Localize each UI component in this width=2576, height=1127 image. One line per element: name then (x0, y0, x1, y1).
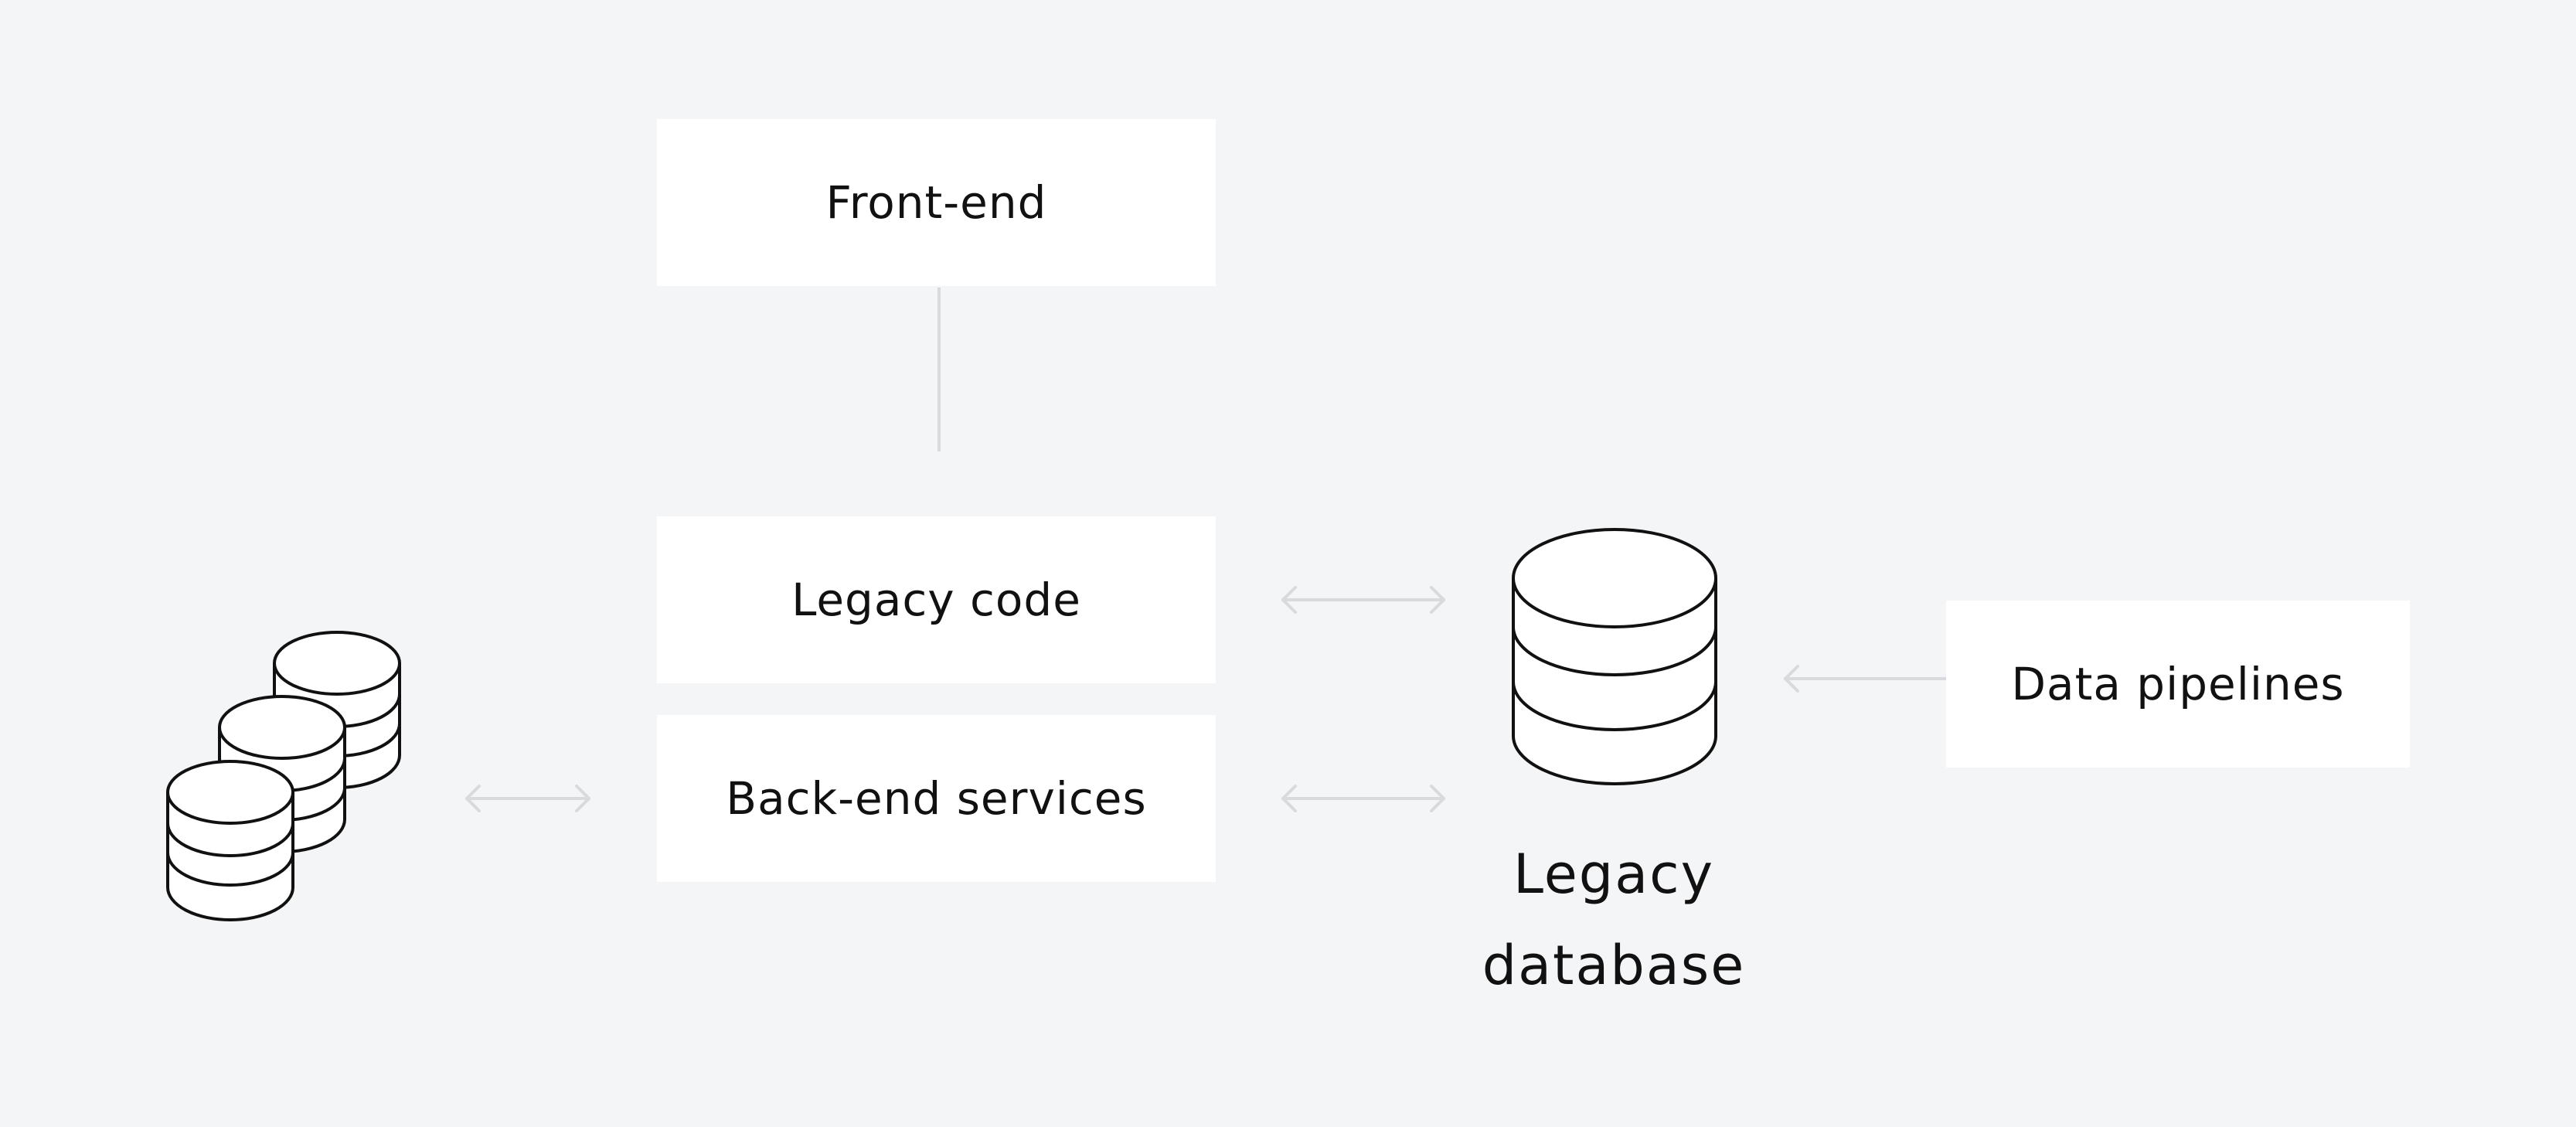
legacy-code-box: Legacy code (657, 516, 1216, 683)
legacy-database-label-line-1: Legacy (1513, 843, 1715, 906)
stacked-databases-icon (166, 631, 401, 921)
backend-services-label: Back-end services (726, 772, 1147, 825)
legacy-code-label: Legacy code (791, 574, 1081, 626)
database-icon (1512, 528, 1717, 785)
legacy-database-label: Legacy database (1453, 829, 1775, 1011)
backend-database-arrow (1281, 785, 1445, 812)
legacy-database-arrow (1281, 586, 1445, 614)
legacy-database-label-line-2: database (1482, 934, 1746, 997)
frontend-label: Front-end (825, 176, 1047, 229)
backend-services-box: Back-end services (657, 715, 1216, 882)
services-backend-arrow (465, 785, 590, 812)
data-pipelines-box: Data pipelines (1946, 601, 2410, 768)
data-pipelines-label: Data pipelines (2011, 658, 2345, 710)
frontend-box: Front-end (657, 119, 1216, 286)
pipelines-database-arrow (1784, 665, 1948, 693)
